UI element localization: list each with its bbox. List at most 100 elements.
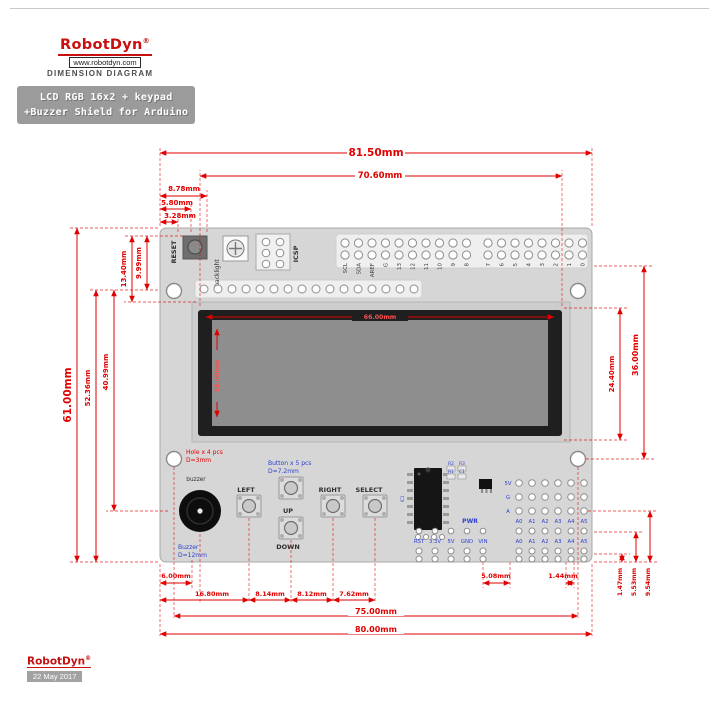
button-pin (298, 478, 302, 482)
power-pin-label: RST (414, 539, 425, 545)
pad-hole (580, 527, 588, 535)
pad-hole (496, 250, 507, 260)
dim-bottom-a: 6.00mm (161, 572, 191, 580)
pad-hole (479, 527, 487, 535)
pad-hole (439, 534, 445, 540)
pad-hole (483, 250, 493, 260)
pad-hole (423, 534, 429, 540)
footer-brand-name: RobotDyn® (27, 654, 92, 668)
button-pin (382, 496, 386, 500)
transistor-leg (485, 489, 488, 493)
brand-name: RobotDyn® (58, 37, 152, 56)
button-pin (298, 534, 302, 538)
pad-hole (213, 284, 223, 294)
mounting-hole (569, 450, 587, 468)
button-pin (298, 518, 302, 522)
transistor-leg (490, 489, 492, 493)
analog-header-label: A2 (542, 539, 549, 545)
pad-hole (353, 238, 364, 248)
pad-hole (415, 527, 423, 535)
pad-hole (580, 547, 588, 555)
ic-leg (407, 505, 413, 508)
button-pin (280, 534, 284, 538)
pin-label: 3 (540, 263, 546, 267)
dim-left-c: 40.99mm (102, 354, 110, 391)
pad-hole (537, 250, 547, 260)
button-cap (283, 520, 299, 536)
pad-hole (479, 555, 487, 563)
icsp-label: ICSP (292, 245, 300, 262)
pad-hole (580, 479, 588, 487)
pin-label: AREF (370, 263, 376, 277)
pad-hole (479, 547, 487, 555)
ic-leg (443, 481, 449, 484)
pwr-label: PWR (462, 518, 478, 525)
pad-hole (415, 534, 421, 540)
ic-pin1-dot (417, 472, 421, 476)
dim-label-bg (212, 350, 223, 402)
pin-label: 4 (527, 263, 533, 267)
button-label: UP (283, 507, 293, 515)
footer-logo: RobotDyn® 22 May 2017 (27, 651, 92, 682)
pad-hole (395, 284, 405, 294)
ic-label: IC1 (400, 495, 405, 502)
pad-hole (554, 555, 562, 563)
button-label: SELECT (356, 486, 383, 494)
analog-row-label: G (506, 495, 510, 501)
ic-leg (443, 489, 449, 492)
buzzer-note-line1: Buzzer (178, 544, 199, 551)
dim-label-bg (352, 311, 408, 321)
pad-hole (523, 238, 534, 248)
pad-hole (461, 238, 472, 248)
mounting-hole (165, 450, 183, 468)
icsp-pins (261, 237, 285, 269)
pad-hole (431, 527, 439, 535)
ic-leg (443, 473, 449, 476)
dim-bottom-g: 1.44mm (548, 572, 578, 580)
pad-hole (407, 238, 418, 248)
pad-hole (564, 238, 574, 248)
pad-hole (528, 555, 536, 563)
lcd-screen (212, 320, 548, 426)
pad-hole (381, 284, 391, 294)
pad-hole (394, 238, 404, 248)
pin-label: 2 (554, 263, 560, 267)
pad-hole (409, 284, 419, 294)
ic-leg (407, 497, 413, 500)
component-label: C1 (459, 469, 465, 475)
pad-hole (554, 547, 562, 555)
pad-hole (431, 534, 437, 540)
button-cap (241, 498, 257, 514)
pad-hole (510, 238, 520, 248)
pad-hole (567, 507, 575, 515)
pad-hole (448, 238, 458, 248)
hole-note-line2: D=3mm (186, 457, 211, 464)
pad-hole (367, 284, 377, 294)
ic-leg (443, 505, 449, 508)
ic-leg (407, 473, 413, 476)
buzzer-note-line2: D=12mm (178, 552, 207, 559)
pad-hole (554, 507, 562, 515)
dim-left-height: 61.00mm (62, 367, 74, 422)
button-pin (238, 512, 242, 516)
dim-bottom-f: 5.08mm (481, 572, 511, 580)
mounting-hole (569, 282, 587, 300)
button-pin (298, 494, 302, 498)
analog-header-label: A3 (555, 539, 562, 545)
transistor-leg (481, 489, 483, 493)
component-label: R2 (448, 461, 454, 467)
pad-hole (339, 284, 349, 294)
backlight-label: backlight (214, 259, 221, 287)
pad-hole (447, 527, 455, 535)
pad-hole (483, 238, 493, 248)
pad-hole (448, 250, 458, 260)
dim-left-b: 52.36mm (84, 370, 92, 407)
button-pin (256, 496, 260, 500)
pad-hole (380, 250, 391, 260)
dim-label-bg (355, 169, 405, 180)
button-pin (340, 496, 344, 500)
pad-hole (515, 547, 523, 555)
